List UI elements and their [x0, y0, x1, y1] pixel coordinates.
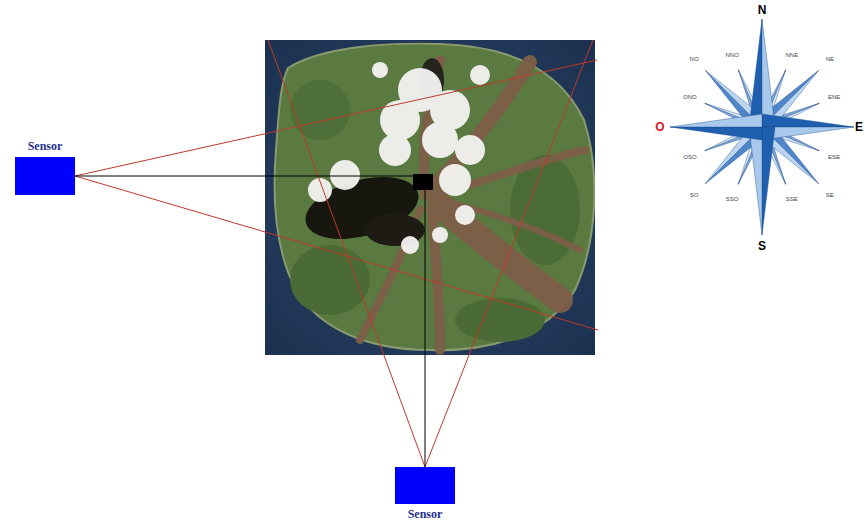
compass-cardinal: E [855, 121, 863, 133]
compass-arm [762, 127, 775, 235]
compass-arm [670, 114, 762, 127]
target-square [413, 174, 433, 190]
sensor-box: Sensor [395, 467, 455, 504]
compass-arm [762, 127, 854, 140]
sensor-label: Sensor [28, 139, 63, 154]
compass-cardinal: N [758, 4, 767, 16]
compass-arm [762, 19, 775, 127]
compass-point: SO [690, 192, 699, 198]
compass-cardinal: S [758, 240, 766, 252]
compass-point: ESE [828, 154, 840, 160]
sensor-box: Sensor [15, 157, 75, 195]
satellite-image [265, 40, 595, 355]
compass-rose [670, 19, 854, 235]
compass-arm [762, 114, 854, 127]
compass-point: OSO [683, 154, 696, 160]
compass-arm [749, 127, 762, 235]
compass-point: SSO [726, 196, 739, 202]
compass-point: NO [690, 56, 699, 62]
compass-point: ONO [683, 94, 697, 100]
compass-point: NNO [725, 52, 738, 58]
compass-arm [670, 127, 762, 140]
compass-point: SE [826, 192, 834, 198]
field-of-view-lines [75, 40, 598, 467]
sight-lines [75, 176, 425, 467]
sensor-label: Sensor [408, 507, 443, 522]
compass-point: SSE [786, 196, 798, 202]
compass-point: ENE [828, 94, 840, 100]
compass-point: NNE [786, 52, 799, 58]
compass-arm [749, 19, 762, 127]
compass-point: NE [826, 56, 834, 62]
compass-cardinal: O [655, 121, 664, 133]
